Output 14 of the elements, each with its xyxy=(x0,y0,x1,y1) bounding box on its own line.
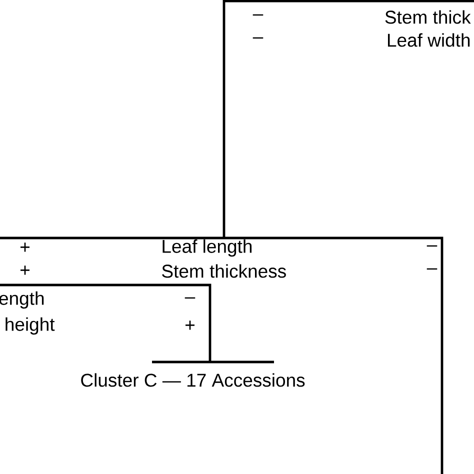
trait-name: height xyxy=(6,317,55,335)
sign-symbol: + xyxy=(20,266,30,275)
trait-name: Leaf length xyxy=(162,239,252,257)
trait-name: Leaf width xyxy=(388,33,470,47)
sign-symbol: – xyxy=(426,245,438,247)
trait-name: Stem thickness xyxy=(162,264,286,278)
sign-symbol: – xyxy=(252,37,264,39)
sign-symbol: + xyxy=(186,320,194,330)
sign-symbol: + xyxy=(20,242,30,252)
cluster-label: Cluster C — 17 Accessions xyxy=(81,373,305,387)
sign-symbol: – xyxy=(252,14,264,16)
sign-symbol: – xyxy=(184,297,196,299)
trait-name: Stem thick xyxy=(385,10,471,24)
sign-symbol: – xyxy=(426,268,438,270)
